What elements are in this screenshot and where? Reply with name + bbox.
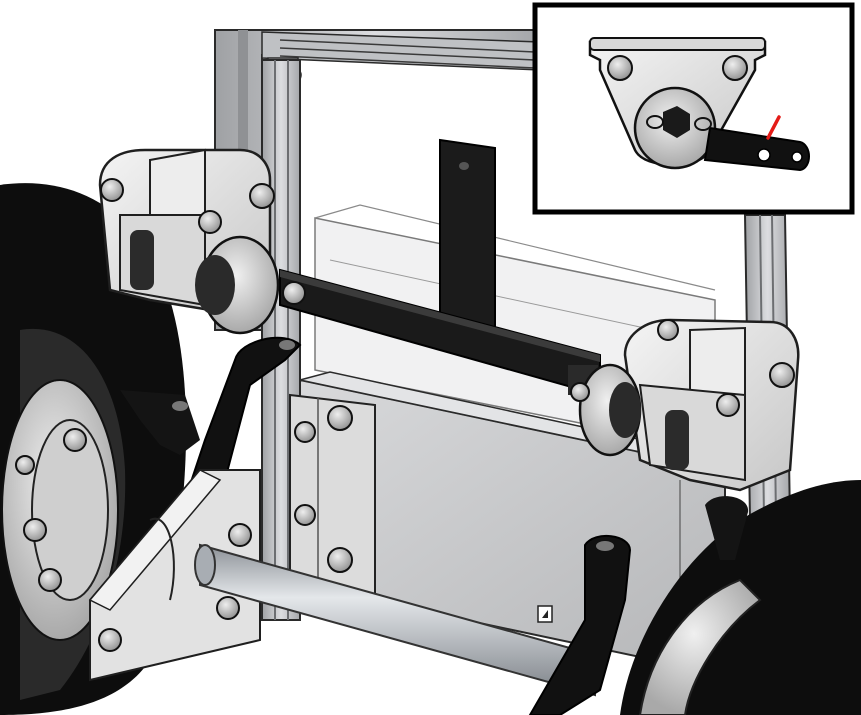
bolt-icon <box>249 183 275 209</box>
right-wheel-hub <box>638 578 762 715</box>
bolt-icon <box>294 504 316 526</box>
right-wheel <box>620 480 861 715</box>
bolt-icon <box>15 455 35 475</box>
bolt-icon <box>294 421 316 443</box>
lower-left-bracket <box>88 469 261 682</box>
bolt-icon <box>100 178 124 202</box>
left-mount-block <box>98 148 306 335</box>
bolt-icon <box>38 568 62 592</box>
inset-arm-hole <box>791 151 803 163</box>
bolt-icon <box>716 393 740 417</box>
bolt-icon <box>198 210 222 234</box>
bolt-icon <box>722 55 748 81</box>
bolt-icon <box>228 523 252 547</box>
front-tube <box>194 543 596 697</box>
t-bracket <box>439 138 496 342</box>
bolt-icon <box>769 362 795 388</box>
bolt-icon <box>98 628 122 652</box>
bolt-icon <box>216 596 240 620</box>
detail-inset <box>532 2 855 215</box>
bolt-icon <box>327 547 353 573</box>
bolt-icon <box>657 319 679 341</box>
bolt-icon <box>570 382 590 402</box>
inset-link-arm <box>703 126 810 172</box>
right-mount-block <box>570 318 800 492</box>
highlight-marker <box>766 115 781 140</box>
right-link-arm <box>528 496 749 715</box>
bolt-icon <box>282 281 306 305</box>
bolt-icon <box>327 405 353 431</box>
bolt-icon <box>63 428 87 452</box>
bolt-icon <box>607 55 633 81</box>
bolt-icon <box>23 518 47 542</box>
inset-arm-hole <box>757 148 771 162</box>
left-bearing-plate <box>289 393 376 622</box>
